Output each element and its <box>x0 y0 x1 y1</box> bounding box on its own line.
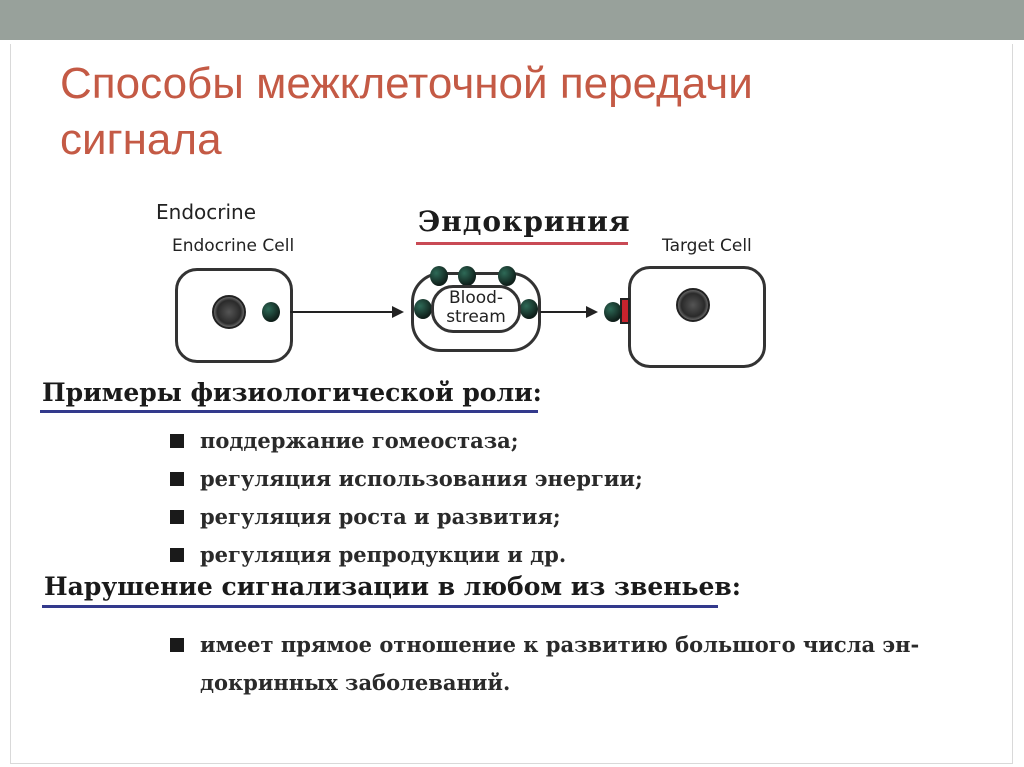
bloodstream-label-line-1: Blood- <box>448 288 504 308</box>
arrow-head-1 <box>392 306 404 318</box>
bullet-square-icon <box>170 434 184 448</box>
bullet-square-icon <box>170 510 184 524</box>
hormone-molecule <box>262 302 280 322</box>
target-cell-nucleus <box>676 288 710 322</box>
endocrine-cell-label: Endocrine Cell <box>172 236 295 256</box>
bullet-square-icon <box>170 638 184 652</box>
slide-title: Способы межклеточной передачи сигнала <box>60 56 960 168</box>
bloodstream-inner <box>431 285 521 333</box>
hormone-molecule <box>430 266 448 286</box>
physiological-role-list: поддержание гомеостаза; регуляция исполь… <box>170 422 643 574</box>
hormone-molecule <box>520 299 538 319</box>
hormone-molecule <box>498 266 516 286</box>
bloodstream-label: Blood- stream <box>436 289 516 327</box>
signaling-disruption-list: имеет прямое отношение к развитию большо… <box>170 626 990 702</box>
section-underline-2 <box>42 605 718 608</box>
hormone-molecule <box>414 299 432 319</box>
endocrinia-heading: Эндокриния <box>418 205 631 238</box>
bloodstream-label-line-2: stream <box>446 307 506 327</box>
endocrine-cell-nucleus <box>212 295 246 329</box>
list-item: регуляция репродукции и др. <box>170 536 643 574</box>
target-cell-label: Target Cell <box>662 236 752 256</box>
top-bar <box>0 0 1024 40</box>
list-item: поддержание гомеостаза; <box>170 422 643 460</box>
list-item: регуляция использования энергии; <box>170 460 643 498</box>
arrow-shaft-1 <box>290 311 394 313</box>
list-item: имеет прямое отношение к развитию большо… <box>170 626 990 702</box>
title-line-2: сигнала <box>60 115 222 164</box>
endocrine-label: Endocrine <box>156 200 256 224</box>
hormone-molecule <box>604 302 622 322</box>
arrow-head-2 <box>586 306 598 318</box>
arrow-shaft-2 <box>540 311 588 313</box>
title-line-1: Способы межклеточной передачи <box>60 59 753 108</box>
section-heading-signaling-disruption: Нарушение сигнализации в любом из звенье… <box>44 572 741 601</box>
slide-frame <box>10 44 1013 764</box>
bullet-square-icon <box>170 548 184 562</box>
list-item: регуляция роста и развития; <box>170 498 643 536</box>
section-underline-1 <box>40 410 538 413</box>
endocrinia-underline <box>416 242 628 245</box>
section-heading-physiological-role: Примеры физиологической роли: <box>42 378 542 407</box>
bullet-square-icon <box>170 472 184 486</box>
hormone-molecule <box>458 266 476 286</box>
